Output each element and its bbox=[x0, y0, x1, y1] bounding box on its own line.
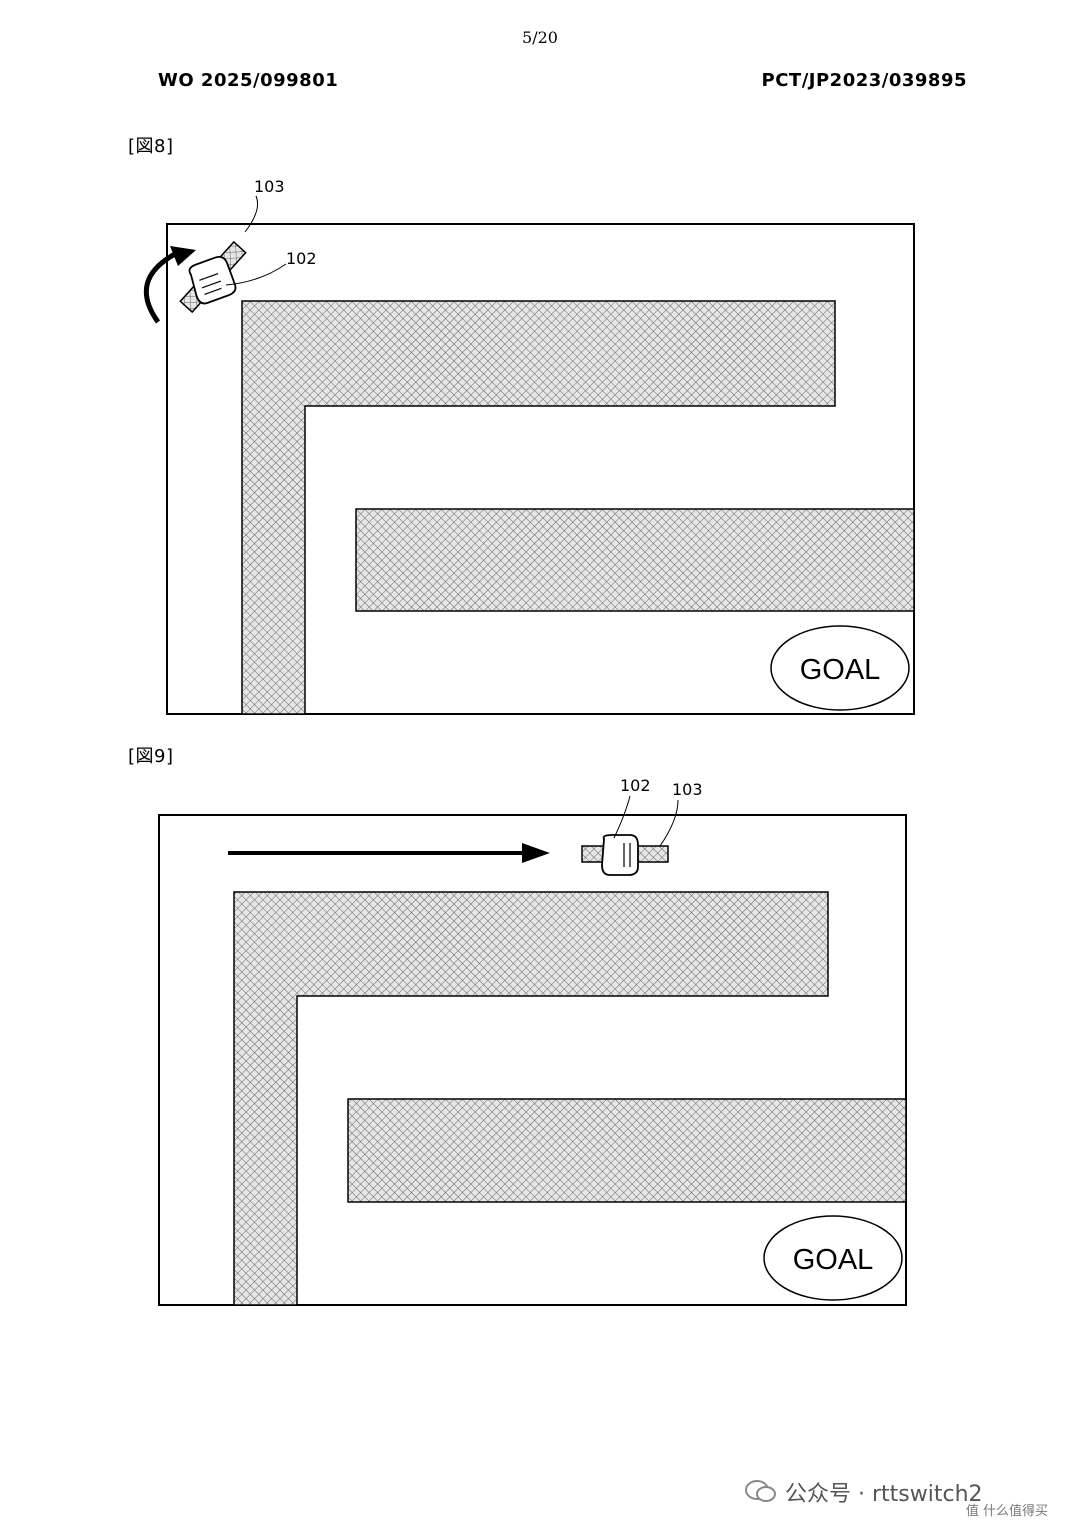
publication-number: WO 2025/099801 bbox=[158, 70, 339, 91]
goal-text: GOAL bbox=[793, 1244, 874, 1276]
maze-wall-l-shape bbox=[241, 300, 836, 715]
ref-102: 102 bbox=[620, 776, 651, 795]
hand-icon bbox=[601, 834, 639, 876]
movement-arrowhead bbox=[522, 843, 550, 863]
goal-oval bbox=[770, 625, 910, 711]
maze-wall-l-shape bbox=[233, 891, 829, 1306]
maze-wall-lower bbox=[347, 1098, 907, 1203]
rotation-arrowhead bbox=[170, 246, 196, 266]
goal-text: GOAL bbox=[800, 654, 881, 686]
wechat-icon bbox=[745, 1480, 776, 1502]
maze-wall-lower bbox=[355, 508, 915, 612]
watermark: 值 什么值得买 bbox=[965, 1504, 1048, 1519]
rotation-arrow bbox=[143, 251, 177, 324]
page-number: 5/20 bbox=[522, 28, 558, 47]
leader-102 bbox=[613, 795, 631, 839]
ref-103: 103 bbox=[672, 780, 703, 799]
application-number: PCT/JP2023/039895 bbox=[761, 70, 967, 91]
figure-9: GOAL 102 103 bbox=[158, 776, 907, 1306]
figure-8: GOAL 103 102 bbox=[143, 177, 915, 715]
figure-8-label: [図8] bbox=[128, 136, 174, 157]
ref-103: 103 bbox=[254, 177, 285, 196]
leader-102 bbox=[225, 263, 287, 286]
footer-account-text: 公众号 · rttswitch2 bbox=[785, 1482, 983, 1507]
ref-102: 102 bbox=[286, 249, 317, 268]
goal-oval bbox=[763, 1215, 903, 1301]
leader-103 bbox=[244, 195, 259, 233]
leader-103 bbox=[659, 799, 679, 847]
figure-9-label: [図9] bbox=[128, 746, 174, 767]
footer-account: 公众号 · rttswitch2 bbox=[745, 1472, 983, 1512]
